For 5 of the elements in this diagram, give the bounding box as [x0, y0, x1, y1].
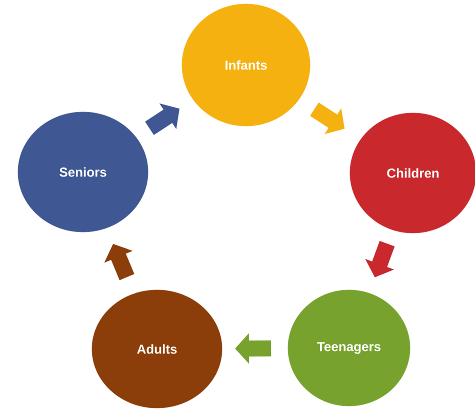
circle-node: Infants [182, 4, 310, 126]
circle-node: Teenagers [288, 290, 410, 406]
circle-node: Adults [92, 290, 222, 408]
circle-node: Seniors [18, 112, 148, 232]
circle-node: Children [350, 112, 475, 234]
